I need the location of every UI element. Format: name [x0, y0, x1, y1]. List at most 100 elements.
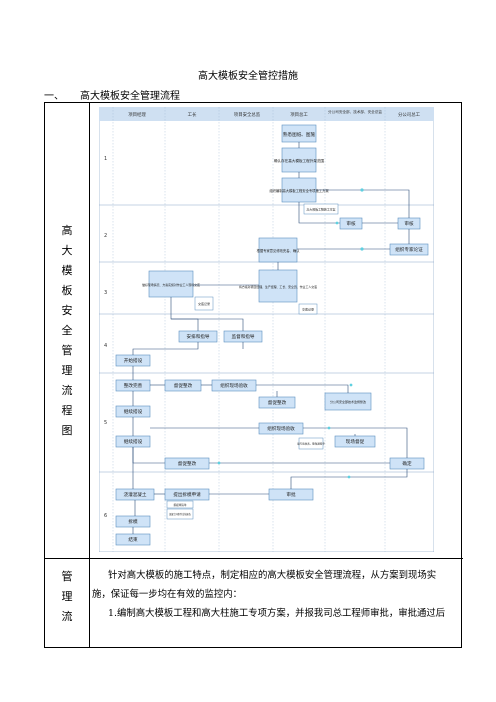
svg-text:填写验收表、整改通知单: 填写验收表、整改通知单: [297, 442, 325, 446]
svg-text:现场督促: 现场督促: [346, 438, 365, 445]
flow-step: 督促整改: [164, 457, 210, 470]
column-divider: [89, 103, 90, 647]
svg-text:整改完善: 整改完善: [124, 382, 143, 389]
stage-label: 1: [104, 156, 107, 162]
flow-step: 熟悉图纸、图施: [281, 124, 317, 143]
side-char: 流: [61, 610, 73, 623]
flow-step: 组织现场验收: [211, 379, 257, 392]
flow-step: 浇灌混凝土: [115, 488, 155, 501]
flow-note: 混凝土同条件试块报告: [166, 508, 194, 520]
flow-note: 交底记录: [298, 303, 318, 315]
svg-text:继续搭设: 继续搭设: [124, 408, 143, 415]
flow-step: 确认存在高大模板工程外架范围: [274, 147, 325, 173]
svg-text:审批: 审批: [286, 491, 296, 498]
svg-text:继续搭设: 继续搭设: [124, 438, 143, 445]
flow-step: 督促整改: [258, 396, 296, 409]
svg-text:开始搭设: 开始搭设: [124, 357, 143, 364]
stage-label: 3: [104, 290, 107, 296]
section-title: 高大模板安全管理流程: [80, 91, 180, 102]
flow-step: 开始搭设: [115, 354, 151, 367]
flow-note: 拆模申请单: [166, 500, 194, 509]
flowchart-frame: [98, 106, 435, 553]
header-project-manager: 项目经理: [128, 111, 146, 118]
flow-step: 组织现场验收: [258, 422, 304, 435]
svg-text:确定: 确定: [402, 460, 412, 467]
svg-text:监督和指导: 监督和指导: [232, 333, 255, 340]
svg-text:督促整改: 督促整改: [178, 460, 197, 467]
header-safety-director: 项目安全总监: [234, 111, 261, 118]
svg-text:组织编制高大模板工程安全专项施工方案: 组织编制高大模板工程安全专项施工方案: [269, 188, 329, 193]
side-char: 流: [61, 384, 73, 397]
row-divider: [45, 558, 463, 559]
header-foreman: 工长: [188, 111, 197, 118]
flow-step: 拆模: [115, 515, 151, 528]
svg-text:组织现场验收: 组织现场验收: [220, 382, 248, 389]
side-char: 图: [61, 424, 73, 437]
flowchart-junctions: [217, 188, 364, 479]
flowchart-lane-lines: [112, 107, 386, 552]
side-char: 安: [61, 304, 73, 317]
header-branch-chief: 分公司总工: [398, 111, 421, 118]
side-char: 高: [61, 224, 73, 237]
flow-step: 督促整改: [164, 379, 202, 392]
flow-step: 将方案对项目经理、生产经理、工长、安全员、作业工人交底: [239, 269, 317, 303]
flow-step: 监督和指导: [223, 330, 263, 343]
stage-label: 4: [104, 343, 107, 349]
side-char: 理: [61, 364, 73, 377]
document-title: 高大模板安全管控措施: [198, 71, 298, 82]
side-char: 模: [61, 264, 73, 277]
svg-text:确认存在高大模板工程外架范围: 确认存在高大模板工程外架范围: [274, 158, 325, 163]
svg-text:交底记录: 交底记录: [198, 301, 210, 306]
flow-step: 组织编制高大模板工程安全专项施工方案: [269, 177, 329, 203]
svg-text:提出拆模申请: 提出拆模申请: [173, 491, 201, 498]
flow-step: 结束: [115, 533, 151, 546]
svg-text:审核: 审核: [346, 220, 356, 227]
svg-text:组织专家论证: 组织专家论证: [395, 246, 423, 253]
svg-text:结束: 结束: [128, 536, 138, 543]
flow-step: 继续搭设: [115, 435, 151, 448]
svg-text:将方案对项目经理、生产经理、工长、安全员、作业工人交底: 将方案对项目经理、生产经理、工长、安全员、作业工人交底: [239, 284, 317, 289]
side-char: 理: [61, 590, 73, 603]
svg-text:组织现场验收: 组织现场验收: [267, 425, 295, 432]
flow-step: 现场督促: [334, 435, 376, 448]
flow-step: 提出拆模申请: [164, 488, 210, 501]
flow-step: 确定: [389, 457, 425, 470]
svg-text:高大模板工程施工方案: 高大模板工程施工方案: [307, 207, 336, 212]
svg-text:熟悉图纸、图施: 熟悉图纸、图施: [283, 131, 316, 138]
flow-step: 分公司安全部技术监督整改: [324, 392, 372, 411]
flow-step: 做好现场情况、方案实施对作业工人现场交底: [142, 270, 200, 298]
svg-text:安排和指导: 安排和指导: [187, 333, 210, 340]
flowchart-stage-labels: 1 2 3 4 5 6: [104, 156, 107, 519]
header-chief-engineer: 项目总工: [290, 111, 308, 118]
flowchart: 项目经理 工长 项目安全总监 项目总工 分公司安全部、技术部、安全总监 分公司总…: [98, 106, 435, 553]
svg-text:督促整改: 督促整改: [174, 382, 193, 389]
stage-label: 6: [104, 513, 107, 519]
svg-text:分公司安全部技术监督整改: 分公司安全部技术监督整改: [330, 399, 366, 404]
side-char: 板: [61, 284, 73, 297]
section-number: 一、: [44, 91, 64, 102]
stage-label: 5: [104, 420, 107, 426]
svg-text:交底记录: 交底记录: [302, 307, 314, 312]
svg-text:根据专家意见修改完善、确认: 根据专家意见修改完善、确认: [257, 248, 301, 253]
side-char: 全: [61, 324, 73, 337]
svg-text:督促整改: 督促整改: [268, 399, 287, 406]
flow-step: 审批: [268, 488, 314, 501]
flowchart-headers: 项目经理 工长 项目安全总监 项目总工 分公司安全部、技术部、安全总监 分公司总…: [128, 109, 420, 118]
flowchart-header-band: [99, 107, 434, 121]
svg-text:混凝土同条件试块报告: 混凝土同条件试块报告: [169, 512, 192, 516]
svg-text:拆模: 拆模: [128, 518, 138, 525]
side-label-flowchart: 高 大 模 板 安 全 管 理 流 程 图: [45, 221, 89, 441]
side-char: 管: [61, 570, 73, 583]
flowchart-svg: 项目经理 工长 项目安全总监 项目总工 分公司安全部、技术部、安全总监 分公司总…: [98, 106, 435, 553]
section-heading: 一、 高大模板安全管理流程: [44, 87, 180, 102]
flow-step: 继续搭设: [115, 405, 151, 418]
svg-text:审核: 审核: [404, 220, 414, 227]
process-table: 高 大 模 板 安 全 管 理 流 程 图 管 理 流: [44, 102, 463, 648]
body-paragraph-2: 1.编制高大模板工程和高大柱施工专项方案，并报我司总工程师审批，审批通过后: [108, 608, 446, 619]
flow-step: 安排和指导: [178, 330, 218, 343]
flowchart-boxes: 熟悉图纸、图施 确认存在高大模板工程外架范围 组织编制高大模板工程安全专项施工方…: [115, 124, 429, 546]
body-paragraph-1b: 施，保证每一步均在有效的监控内：: [92, 589, 243, 600]
flow-step: 整改完善: [115, 379, 151, 392]
flow-step: 根据专家意见修改完善、确认: [257, 237, 301, 263]
flow-note: 填写验收表、整改通知单: [297, 437, 325, 450]
